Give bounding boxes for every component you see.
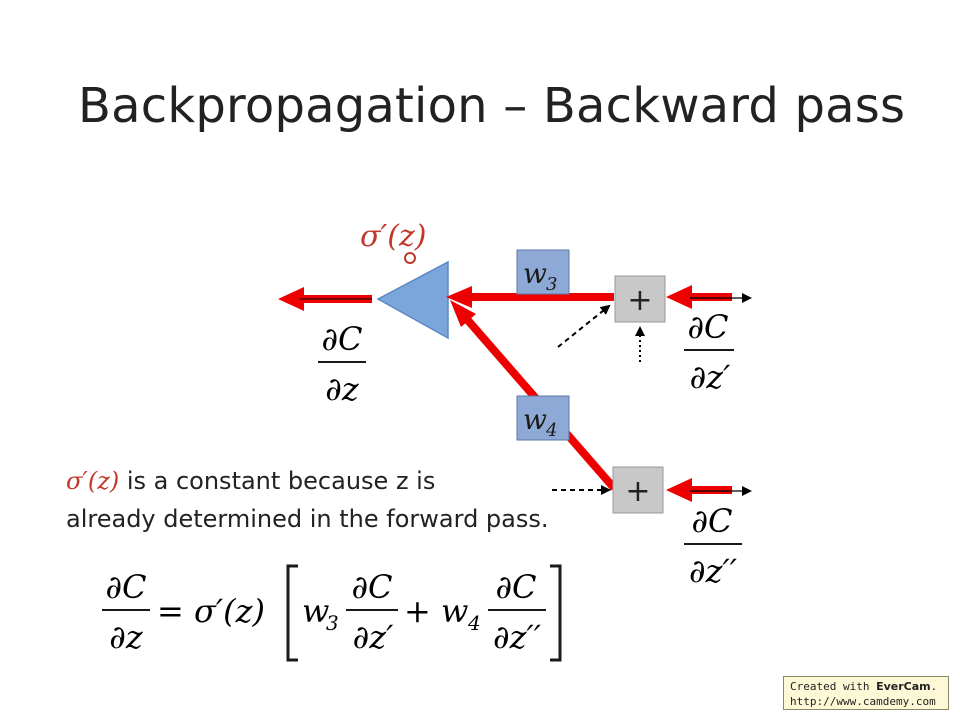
eq-lhs-den: ∂z	[109, 618, 144, 656]
sum-upper-plus: +	[627, 283, 652, 318]
watermark-prefix: Created with	[790, 680, 877, 693]
sum-node-lower	[612, 466, 664, 514]
w3-subscript: 3	[546, 274, 557, 295]
eq-plus-w4: + w	[404, 592, 468, 630]
note-line-2: already determined in the forward pass.	[66, 505, 549, 533]
eq-lhs-num: ∂C	[105, 568, 146, 606]
eq-t1-den: ∂z′	[353, 618, 394, 656]
w4-subscript: 4	[545, 420, 557, 441]
cursor-dot	[404, 252, 416, 264]
eq-t2-den: ∂z′′	[493, 618, 542, 656]
dashed-input-diagonal	[557, 304, 611, 348]
evercam-watermark[interactable]: Created with EverCam. http://www.camdemy…	[783, 676, 949, 710]
w4-gradient-arrow	[450, 300, 618, 491]
frac-dz2-num: ∂C	[691, 502, 732, 540]
output-gradient-arrow	[278, 287, 372, 311]
frac-dz1-num: ∂C	[687, 308, 728, 346]
incoming-gradient-lower	[666, 478, 752, 502]
sigma-label: σ′(z)	[360, 219, 427, 254]
neuron-triangle	[376, 260, 449, 340]
note-line-1: σ′(z) is a constant because z is	[66, 462, 549, 500]
frac-dz-den: ∂z	[325, 370, 360, 408]
eq-sigma: = σ′(z)	[157, 592, 265, 630]
note-line-1-rest: is a constant because z is	[119, 467, 436, 495]
w4-label: w	[523, 403, 547, 436]
fraction-dC-dz-prime: ∂C ∂z′	[684, 308, 734, 396]
frac-dz-num: ∂C	[321, 320, 362, 358]
watermark-suffix: .	[930, 680, 938, 693]
note-sigma: σ′(z)	[66, 467, 120, 495]
incoming-gradient-upper	[666, 285, 752, 309]
eq-t1-num: ∂C	[351, 568, 392, 606]
eq-t2-num: ∂C	[495, 568, 536, 606]
fraction-dC-dz-double-prime: ∂C ∂z′′	[684, 502, 742, 590]
sum-node-upper	[614, 275, 666, 323]
frac-dz1-den: ∂z′	[690, 358, 731, 396]
eq-w4-sub: 4	[467, 611, 481, 635]
eq-w3: w	[302, 592, 329, 630]
eq-w3-sub: 3	[326, 611, 339, 635]
w3-label: w	[523, 257, 547, 290]
backprop-equation: ∂C ∂z = σ′(z) w 3 ∂C ∂z′ + w 4 ∂C ∂z′′	[102, 564, 562, 662]
watermark-url[interactable]: http://www.camdemy.com	[790, 695, 936, 708]
w3-gradient-arrow	[446, 286, 614, 308]
frac-dz2-den: ∂z′′	[689, 552, 738, 590]
w3-weight-box	[516, 249, 570, 295]
slide-title: Backpropagation – Backward pass	[78, 78, 906, 134]
watermark-brand: EverCam	[876, 680, 931, 693]
w4-weight-box	[516, 395, 570, 441]
fraction-dC-dz: ∂C ∂z	[318, 320, 366, 408]
sum-lower-plus: +	[625, 474, 650, 509]
constant-note: σ′(z) is a constant because z is already…	[66, 462, 549, 538]
